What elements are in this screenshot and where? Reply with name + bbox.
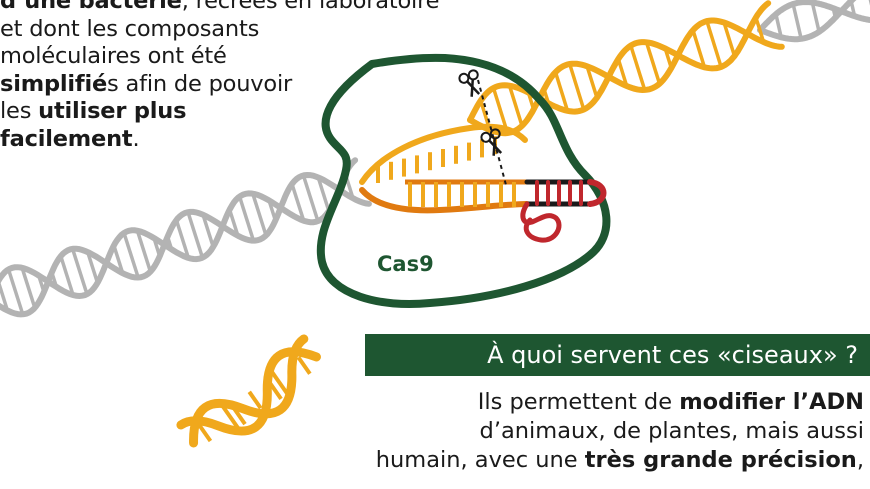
intro-bold-use: utiliser plus	[38, 98, 187, 125]
intro-line-4: simplifiés afin de pouvoir	[0, 71, 460, 99]
answer-bold-precision: très grande précision	[584, 447, 857, 473]
dna-icon	[176, 334, 321, 448]
scissors-icon-top	[458, 69, 481, 97]
intro-bold-easily: facilement	[0, 125, 133, 152]
intro-line-1: d’une bactérie, recréés en laboratoire	[0, 0, 460, 16]
answer-line-3-post: ,	[856, 447, 864, 473]
answer-line-2: d’animaux, de plantes, mais aussi	[479, 418, 864, 444]
answer-line-1: Ils permettent de modifier l’ADN	[344, 388, 864, 417]
intro-bold-bacteria: d’une bactérie	[0, 0, 182, 14]
intro-line-5-pre: les	[0, 98, 39, 125]
answer-line-3-pre: humain, avec une	[375, 447, 585, 473]
cas9-protein-outline	[316, 53, 611, 308]
answer-text: Ils permettent de modifier l’ADN d’anima…	[344, 388, 864, 475]
answer-line-1-pre: Ils permettent de	[477, 389, 680, 415]
intro-line-5: les utiliser plus	[0, 98, 460, 126]
intro-line-1-rest: , recréés en laboratoire	[181, 0, 440, 14]
scissors-icon-bottom	[480, 128, 503, 156]
intro-line-6-rest: .	[132, 125, 140, 152]
intro-line-2: et dont les composants	[0, 15, 260, 42]
answer-line-3: humain, avec une très grande précision,	[344, 446, 864, 475]
intro-line-6: facilement.	[0, 126, 460, 154]
answer-bold-modify-dna: modifier l’ADN	[679, 389, 864, 415]
guide-rna	[520, 179, 607, 243]
dna-strand-orange-right	[467, 0, 785, 137]
intro-line-4-rest: s afin de pouvoir	[107, 70, 293, 97]
intro-bold-simplified: simplifié	[0, 70, 108, 97]
dna-strand-gray-left	[0, 157, 372, 318]
intro-line-3: moléculaires ont été	[0, 43, 227, 70]
intro-text: d’une bactérie, recréés en laboratoire e…	[0, 0, 460, 154]
cas9-label: Cas9	[377, 252, 434, 276]
cut-line	[477, 79, 507, 186]
dna-unwound-lower	[359, 179, 530, 214]
dna-strand-gray-right	[757, 0, 870, 43]
section-heading: À quoi servent ces «ciseaux» ?	[365, 334, 870, 376]
